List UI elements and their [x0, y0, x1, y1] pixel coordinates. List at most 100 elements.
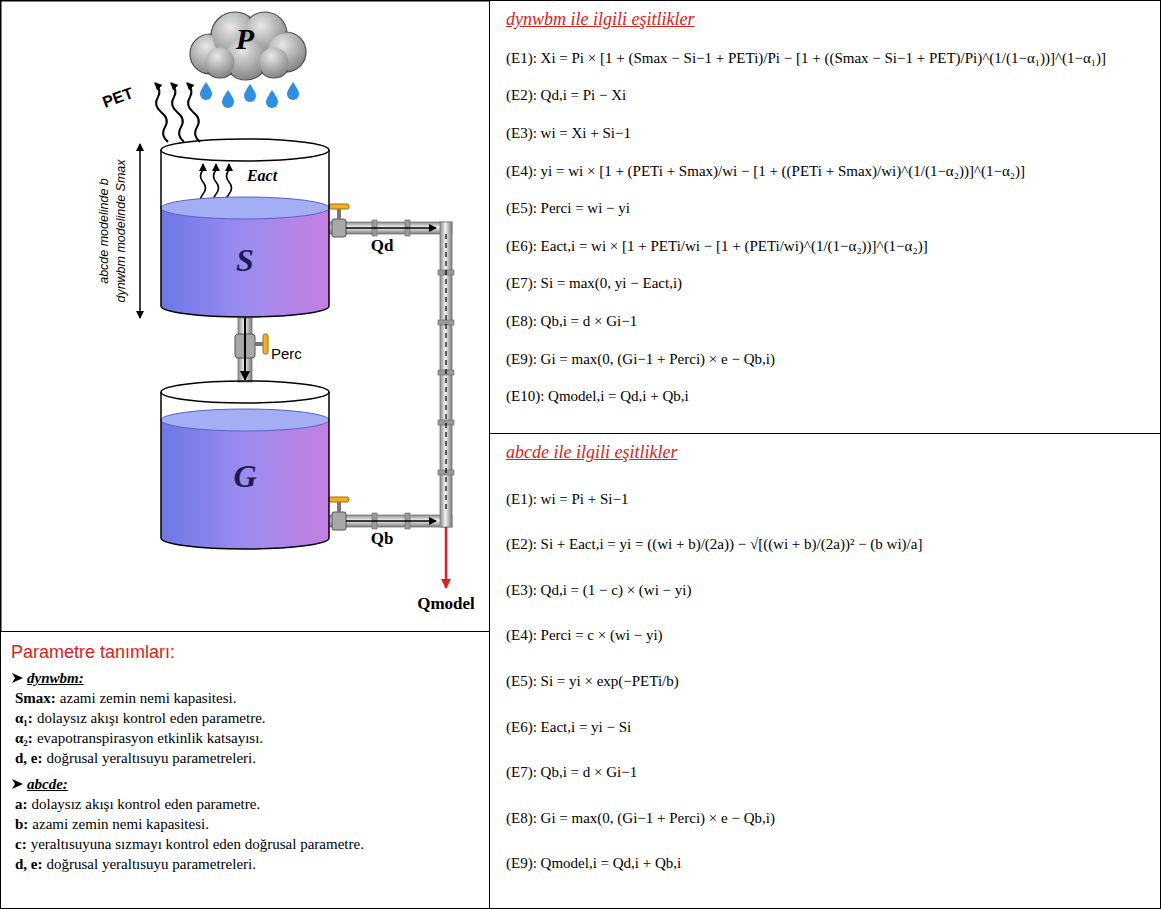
flow-arrows: [445, 234, 446, 512]
parameter-symbol: α₁:: [15, 710, 33, 726]
equation: (E9): Gi = max(0, (Gi−1 + Perci) × e − Q…: [506, 350, 1146, 369]
valves: [263, 334, 268, 354]
parameter-row: α₂:evapotranspirasyon etkinlik katsayısı…: [11, 728, 479, 748]
equation: (E1): wi = Pi + Si−1: [506, 490, 1146, 509]
cloud-label: P: [180, 22, 310, 56]
tank-shape: [161, 381, 329, 403]
valves: [332, 512, 346, 530]
parameter-text: doğrusal yeraltısuyu parametreleri.: [47, 856, 257, 872]
groundwater-tank: G: [160, 380, 330, 550]
panel-title: dynwbm ile ilgili eşitlikler: [506, 9, 1146, 30]
raindrops: [222, 90, 234, 108]
parameter-symbol: Smax:: [15, 690, 56, 706]
equation-panel: abcde ile ilgili eşitlikler(E1): wi = Pi…: [489, 433, 1161, 909]
tank-shape: [161, 150, 329, 317]
panel-title: Parametre tanımları:: [11, 642, 175, 662]
soil-tank: S: [160, 138, 330, 318]
equation-panel: dynwbm ile ilgili eşitlikler (E1): Xi = P…: [489, 0, 1161, 434]
parameter-row: dynwbm:: [11, 668, 479, 688]
cloud-shape: [206, 48, 235, 77]
group-heading: dynwbm:: [27, 670, 84, 686]
parameter-row: d, e:doğrusal yeraltısuyu parametreleri.: [11, 854, 479, 874]
parameter-symbol: c:: [15, 836, 27, 852]
capacity-arrow: [139, 144, 141, 318]
parameter-row: Smax:azami zemin nemi kapasitesi.: [11, 688, 479, 708]
equation: (E2): Qd,i = Pi − Xi: [506, 86, 1146, 105]
parameter-symbol: d, e:: [15, 856, 43, 872]
bullet-symbol: [12, 673, 23, 683]
equation: (E3): wi = Xi + Si−1: [506, 124, 1146, 143]
parameter-text: azami zemin nemi kapasitesi.: [32, 816, 209, 832]
tank-shape: [161, 197, 329, 219]
raindrops: [200, 82, 212, 100]
equation-list: (E1): wi = Pi + Si−1(E2): Si + Eact,i = …: [506, 463, 1146, 900]
parameter-text: azami zemin nemi kapasitesi.: [60, 690, 237, 706]
bullet-symbol: [11, 778, 24, 790]
equation: (E4): yi = wi × [1 + (PETi + Smax)/wi − …: [506, 162, 1146, 181]
equation: (E10): Qmodel,i = Qd,i + Qb,i: [506, 387, 1146, 406]
equation: (E3): Qd,i = (1 − c) × (wi − yi): [506, 581, 1146, 600]
parameter-row: α₁:dolaysız akışı kontrol eden parametre…: [11, 708, 479, 728]
flow-label: Qd: [371, 236, 394, 256]
equation: (E1): Xi = Pi × [1 + (Smax − Si−1 + PETi…: [506, 49, 1146, 68]
flux-label: PET: [100, 84, 135, 112]
parameter-row: c:yeraltısuyuna sızmayı kontrol eden doğ…: [11, 834, 479, 854]
tank-shape: [161, 409, 329, 431]
equation: (E8): Qb,i = d × Gi−1: [506, 312, 1146, 331]
flow-arrows: [445, 527, 448, 588]
raindrops: [200, 82, 299, 108]
valves: [329, 204, 349, 209]
valves: [337, 208, 341, 219]
bullet-symbol: [12, 779, 23, 789]
equation: (E7): Qb,i = d × Gi−1: [506, 763, 1146, 782]
tank-shape: [161, 420, 329, 538]
bullet-symbol: [11, 672, 24, 684]
parameter-text: dolaysız akışı kontrol eden parametre.: [32, 796, 261, 812]
tank-label: S: [160, 242, 330, 279]
pet-arrows: [155, 83, 200, 142]
parameter-symbol: a:: [15, 796, 28, 812]
group-heading: abcde:: [27, 776, 68, 792]
parameter-row: d, e:doğrusal yeraltısuyu parametreleri.: [11, 748, 479, 768]
equation: (E6): Eact,i = yi − Si: [506, 718, 1146, 737]
valves: [329, 497, 349, 502]
raindrops: [244, 84, 256, 102]
tank-shape: [160, 138, 330, 318]
raindrops: [266, 90, 278, 108]
pipes: [372, 220, 454, 529]
connector-arrow: [244, 318, 246, 380]
parameter-text: yeraltısuyuna sızmayı kontrol eden doğru…: [31, 836, 364, 852]
pet-arrows: [155, 83, 168, 142]
parameter-text: dolaysız akışı kontrol eden parametre.: [37, 710, 266, 726]
tank-shape: [161, 208, 329, 306]
flux-label: Eact: [247, 167, 277, 185]
parameter-row: a:dolaysız akışı kontrol eden parametre.: [11, 794, 479, 814]
tank-shape: [161, 392, 329, 549]
parameter-panel: Parametre tanımları:dynwbm:Smax:azami ze…: [0, 631, 490, 909]
flow-label: Qmodel: [417, 594, 475, 614]
equation: (E9): Qmodel,i = Qd,i + Qb,i: [506, 854, 1146, 873]
edge-label: Perc: [271, 345, 302, 362]
parameter-text: evapotranspirasyon etkinlik katsayısı.: [37, 730, 263, 746]
pet-arrows: [187, 83, 200, 142]
parameter-row: abcde:: [11, 774, 479, 794]
cloud-shape: [260, 48, 289, 77]
parameter-row: b:azami zemin nemi kapasitesi.: [11, 814, 479, 834]
equation: (E8): Gi = max(0, (Gi−1 + Perci) × e − Q…: [506, 809, 1146, 828]
parameter-symbol: α₂:: [15, 730, 33, 746]
equation-list: (E1): Xi = Pi × [1 + (Smax − Si−1 + PETi…: [506, 30, 1146, 425]
flow-arrows: [346, 520, 436, 522]
parameter-row: Parametre tanımları:: [11, 640, 479, 664]
dimension-label: dynwbm modelinde Smax: [114, 159, 128, 302]
flow-arrows: [346, 228, 446, 588]
parameter-symbol: b:: [15, 816, 28, 832]
equation: (E6): Eact,i = wi × [1 + PETi/wi − [1 + …: [506, 237, 1146, 256]
valves: [332, 219, 346, 237]
flow-arrows: [346, 227, 436, 229]
flow-label: Qb: [371, 529, 394, 549]
equation: (E7): Si = max(0, yi − Eact,i): [506, 274, 1146, 293]
raindrops: [287, 82, 299, 100]
equation: (E5): Perci = wi − yi: [506, 199, 1146, 218]
tank-shape: [161, 139, 329, 161]
